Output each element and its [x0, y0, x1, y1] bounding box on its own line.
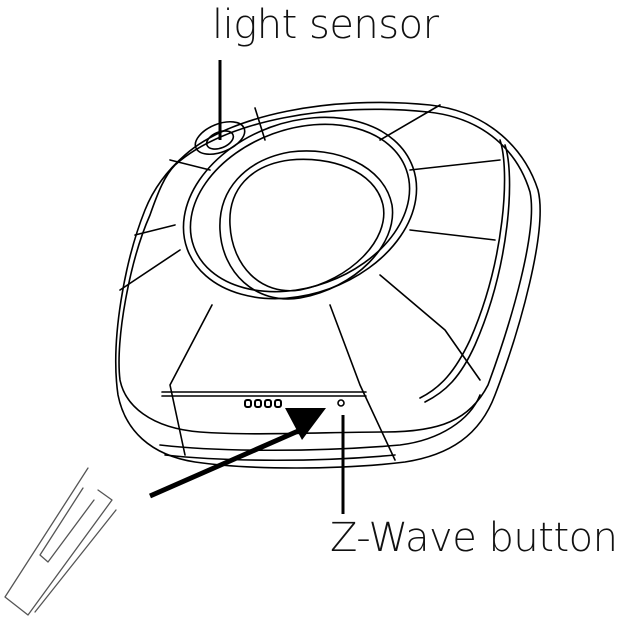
- light-sensor-label: light sensor: [212, 2, 439, 48]
- zwave-button-hole: [337, 399, 345, 407]
- light-sensor-window: [194, 120, 246, 156]
- device-body-outline: [115, 101, 541, 469]
- zwave-button-label: Z-Wave button: [330, 515, 618, 561]
- pir-lens-dome: [229, 158, 385, 292]
- led-indicator-dots: [244, 399, 282, 408]
- insert-arrow-head: [285, 408, 326, 440]
- outer-ring: [182, 116, 418, 300]
- insert-arrow-shaft: [148, 425, 307, 499]
- front-panel-bottom-edge: [159, 394, 481, 452]
- paperclip-icon: [4, 467, 117, 616]
